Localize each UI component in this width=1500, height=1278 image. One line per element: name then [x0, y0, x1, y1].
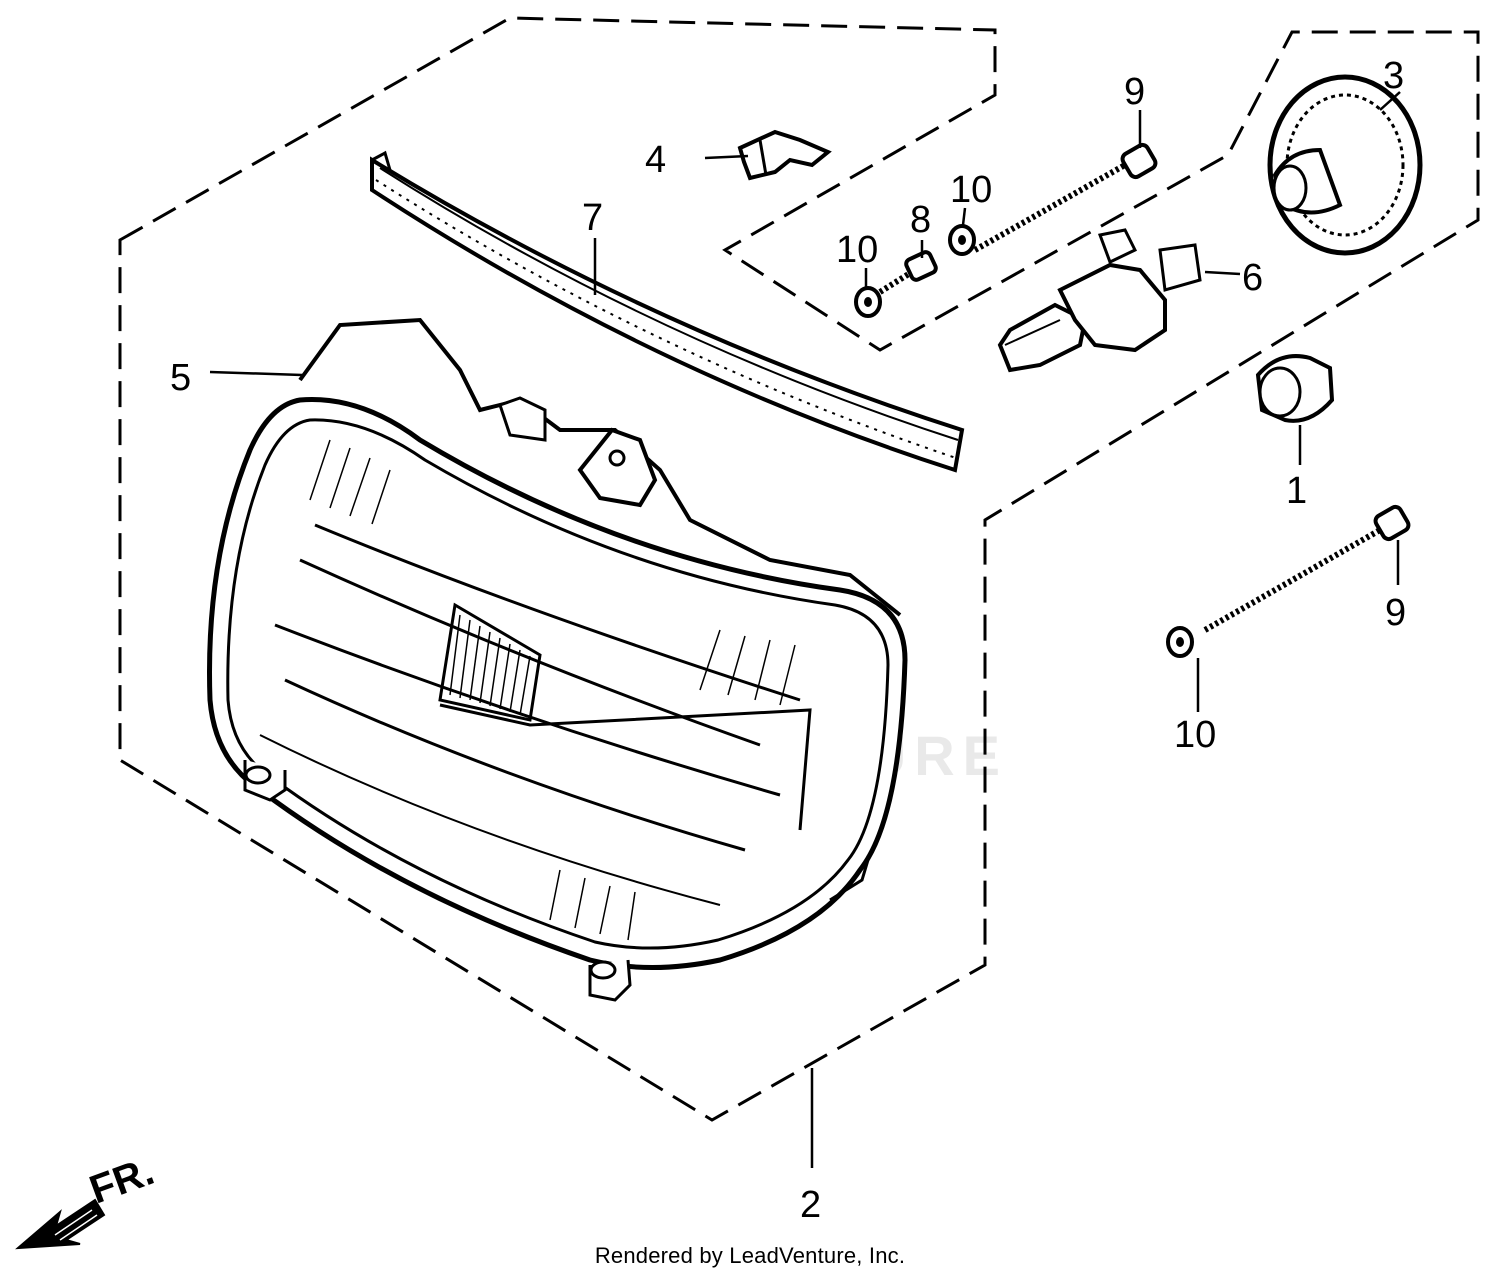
- callout-10-left: 10: [836, 229, 878, 271]
- callout-9-upper: 9: [1124, 71, 1145, 113]
- bulb-part: [997, 228, 1202, 373]
- leader-lines: [209, 91, 1401, 1168]
- assembly-boundary: [118, 16, 1480, 1122]
- front-direction-arrow-icon: [15, 1198, 106, 1250]
- headlight-unit: [207, 317, 908, 1002]
- callout-10-lower: 10: [1174, 714, 1216, 756]
- washer-part-a: [854, 286, 882, 318]
- screw-lower-part: [1203, 504, 1411, 633]
- washer-part-b: [948, 224, 976, 256]
- callout-5: 5: [170, 357, 191, 399]
- front-direction-label: FR.: [84, 1149, 160, 1212]
- screw-upper-part: [973, 142, 1158, 253]
- callout-2: 2: [800, 1184, 821, 1226]
- callout-10-middle: 10: [950, 169, 992, 211]
- callout-4: 4: [645, 139, 666, 181]
- seal-strip-part: [370, 150, 965, 473]
- clip-part: [737, 129, 832, 181]
- short-screw-part: [878, 250, 938, 295]
- callout-7: 7: [582, 197, 603, 239]
- callout-3: 3: [1383, 55, 1404, 97]
- washer-part-c: [1166, 626, 1194, 658]
- callout-8: 8: [910, 199, 931, 241]
- grommet-part: [1255, 354, 1335, 423]
- socket-cover-part: [1267, 74, 1423, 256]
- callout-6: 6: [1242, 257, 1263, 299]
- render-credit: Rendered by LeadVenture, Inc.: [594, 1243, 906, 1268]
- callout-9-lower: 9: [1385, 592, 1406, 634]
- callout-1: 1: [1286, 470, 1307, 512]
